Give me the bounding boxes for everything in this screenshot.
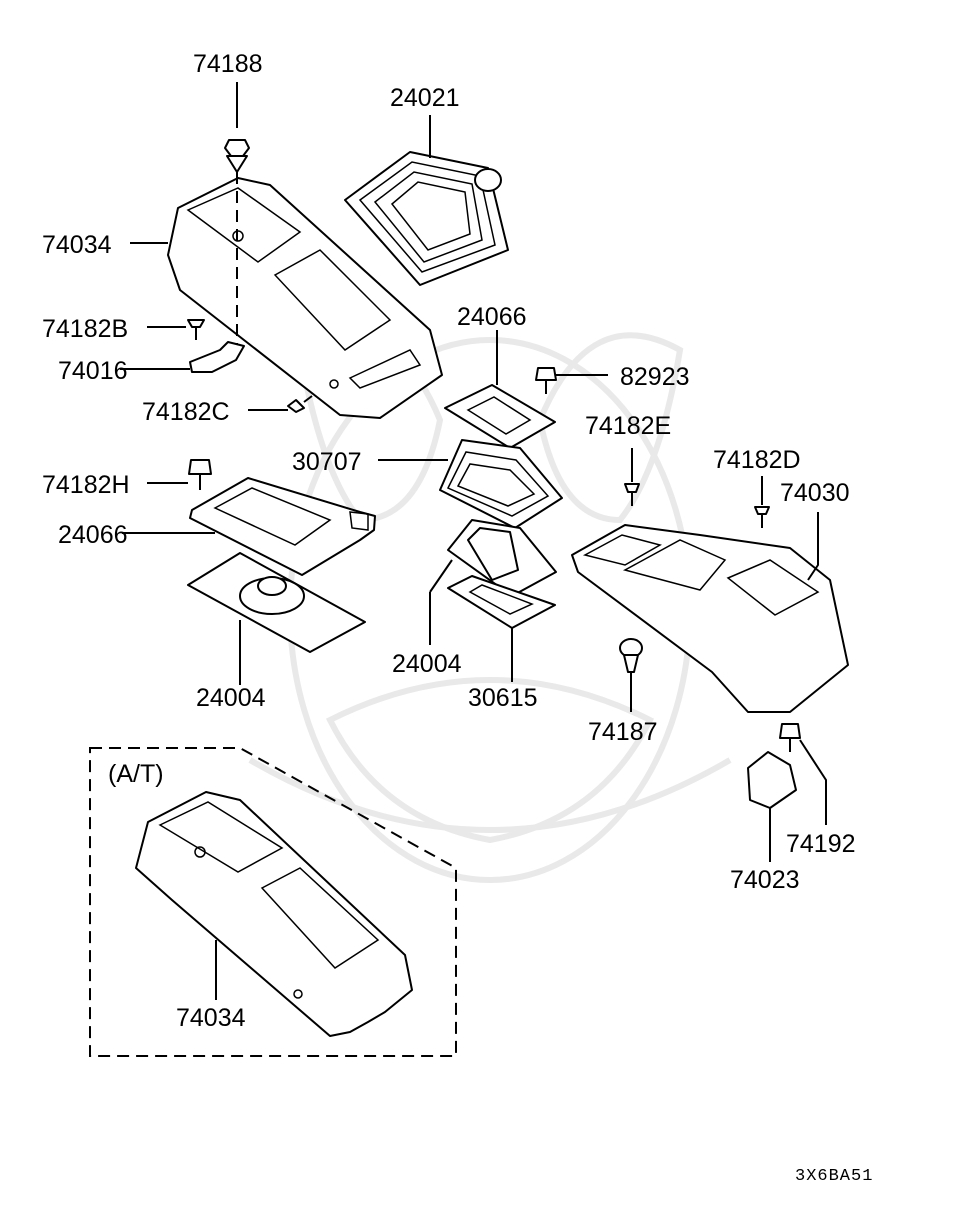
plate-30615: [447, 575, 556, 682]
callout-24066-right: 24066: [457, 303, 527, 331]
console-74030: [571, 512, 849, 713]
bolt-74182H: [147, 459, 212, 490]
bolt-82923: [535, 367, 608, 394]
callout-74187: 74187: [588, 718, 658, 746]
callout-74023: 74023: [730, 866, 800, 894]
callout-74182B: 74182B: [42, 315, 128, 343]
callout-74192: 74192: [786, 830, 856, 858]
screw-74182B: [147, 319, 205, 340]
callout-74182C: 74182C: [142, 398, 230, 426]
callout-24004-right: 24004: [392, 650, 462, 678]
inset-label: (A/T): [108, 760, 164, 788]
plate-24066-right: [444, 330, 556, 449]
bolt-74192: [779, 723, 827, 825]
bracket-74023: [747, 751, 797, 862]
screw-74182D: [754, 476, 770, 528]
callout-74182E: 74182E: [585, 412, 671, 440]
screw-74182E: [624, 448, 640, 506]
callout-74182H: 74182H: [42, 471, 130, 499]
clip-74187: [619, 638, 643, 712]
callout-74030: 74030: [780, 479, 850, 507]
bracket-74016: [120, 341, 245, 373]
boot-cover-24021: [344, 115, 509, 286]
callout-82923: 82923: [620, 363, 690, 391]
diagram-code: 3X6BA51: [795, 1167, 873, 1186]
clip-74188: [224, 82, 250, 173]
screw-74182C: [248, 395, 313, 413]
callout-74016: 74016: [58, 357, 128, 385]
callout-24021: 24021: [390, 84, 460, 112]
callout-24004-left: 24004: [196, 684, 266, 712]
callout-74034-at: 74034: [176, 1004, 246, 1032]
callout-74188: 74188: [193, 50, 263, 78]
callout-30615: 30615: [468, 684, 538, 712]
callout-74034-top: 74034: [42, 231, 112, 259]
callout-74182D: 74182D: [713, 446, 801, 474]
boot-30707: [378, 439, 563, 529]
plate-24066-left: [122, 477, 376, 576]
base-24004-right: [429, 519, 557, 645]
base-24004-left: [187, 552, 366, 685]
at-inset: [89, 747, 457, 1057]
callout-24066-left: 24066: [58, 521, 128, 549]
callout-30707: 30707: [292, 448, 362, 476]
